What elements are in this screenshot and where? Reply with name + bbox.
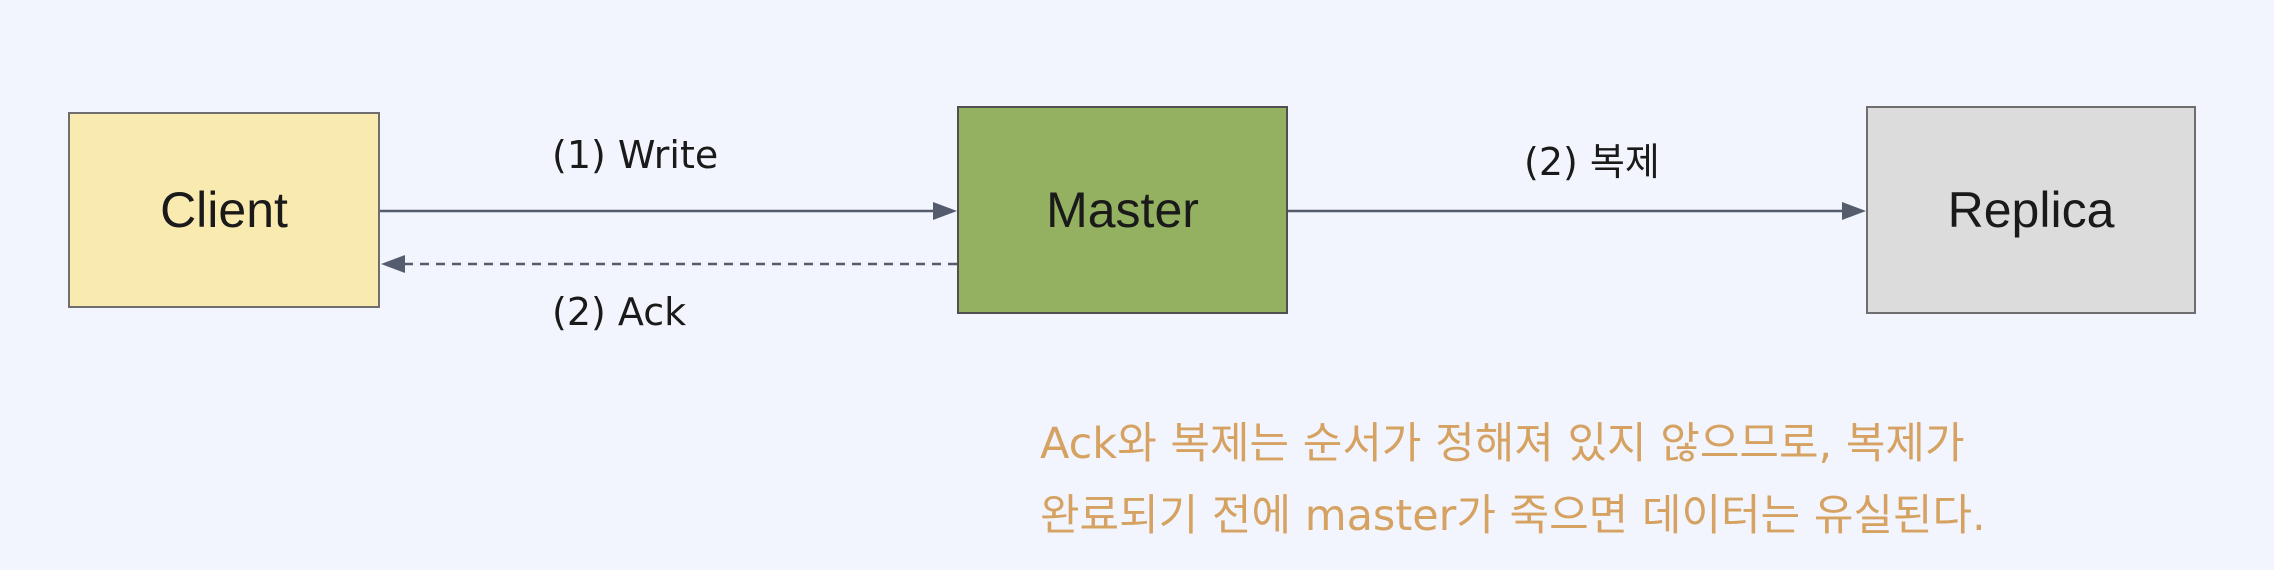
replica-label: Replica [1947,182,2115,238]
ack-edge-label: (2) Ack [552,290,687,334]
replicate-arrow-head [1842,202,1866,220]
write-edge-label: (1) Write [552,133,719,177]
caption-line-1: Ack와 복제는 순서가 정해져 있지 않으므로, 복제가 [1040,419,1965,469]
client-label: Client [160,182,288,238]
client-node: Client [68,112,380,308]
master-node: Master [957,106,1288,314]
ack-arrow-head [381,255,405,273]
caption-line-2: 완료되기 전에 master가 죽으면 데이터는 유실된다. [1040,491,1986,541]
master-label: Master [1046,182,1199,238]
replica-node: Replica [1866,106,2196,314]
write-arrow-head [933,202,957,220]
caption-note: Ack와 복제는 순서가 정해져 있지 않으므로, 복제가 완료되기 전에 ma… [1040,408,1986,552]
replicate-edge-label: (2) 복제 [1524,140,1660,184]
